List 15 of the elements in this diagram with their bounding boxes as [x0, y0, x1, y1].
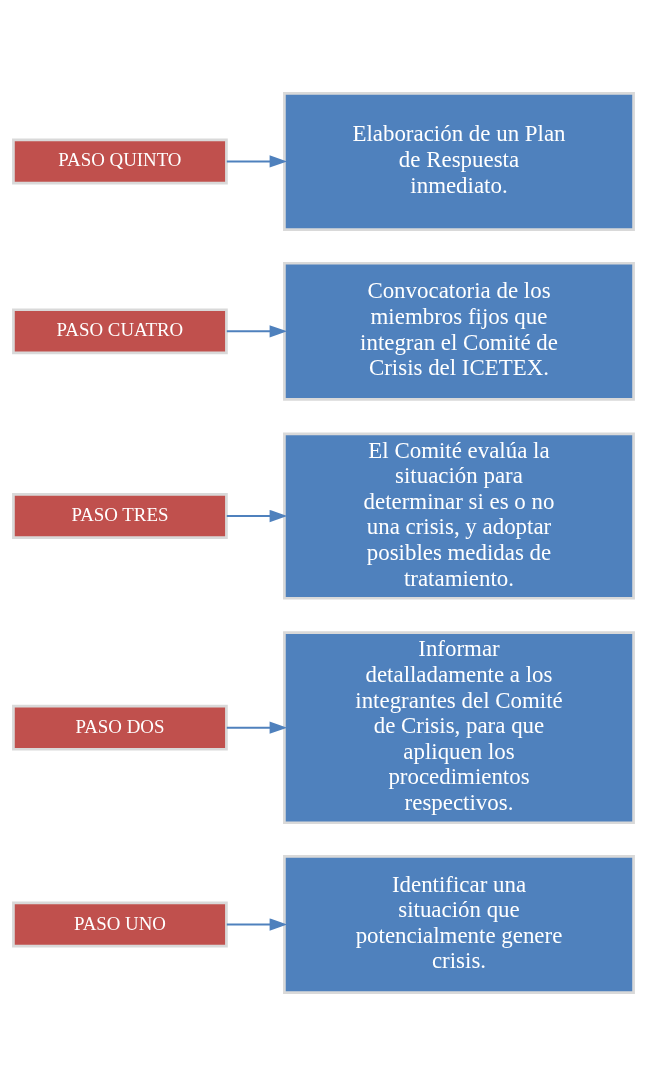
- node-box: PASO QUINTO: [12, 138, 228, 184]
- node-box: El Comité evalúa la situación para determinar si es o no una crisis, y adoptar posibles medidas de tratamiento.: [283, 431, 635, 600]
- node-box: PASO CUATRO: [12, 307, 228, 354]
- arrow: [226, 509, 288, 522]
- node-box: PASO DOS: [12, 704, 228, 751]
- node-box: Elaboración de un Plan de Respuesta inmediato.: [283, 91, 635, 231]
- arrow: [226, 324, 288, 337]
- node-box: Identificar una situación que potencialmente genere crisis.: [283, 854, 635, 994]
- arrow: [226, 154, 288, 168]
- node-box: Convocatoria de los miembros fijos que integran el Comité de Crisis del ICETEX.: [283, 261, 635, 401]
- arrow: [226, 721, 288, 734]
- node-box: Informar detalladamente a los integrantes del Comité de Crisis, para que apliquen los procedimientos respectivos.: [283, 630, 635, 824]
- node-box: PASO TRES: [12, 492, 228, 539]
- arrow: [226, 917, 288, 931]
- node-box: PASO UNO: [12, 901, 228, 947]
